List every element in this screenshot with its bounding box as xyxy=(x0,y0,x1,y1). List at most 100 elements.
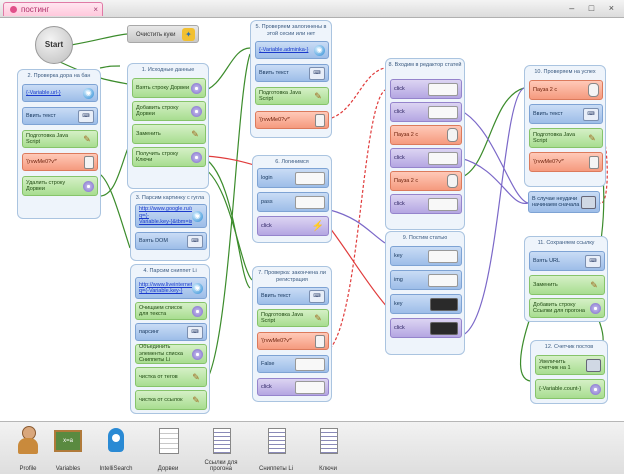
variables-button[interactable]: x=a Variables xyxy=(40,424,96,474)
keyboard-icon: ⌨ xyxy=(585,254,601,268)
snippets-list-button[interactable]: Сниппеты Li xyxy=(248,424,304,474)
group-title: 9. Постим статью xyxy=(402,235,448,241)
links-list-button[interactable]: Ссылки для прогона xyxy=(193,424,249,474)
join-list-block[interactable]: Объединить элементы списка Сниппеты Li xyxy=(135,344,207,364)
page-thumbnail-icon xyxy=(428,105,458,119)
form-thumbnail-icon xyxy=(295,195,325,209)
project-canvas[interactable]: Start Очистить куки ✦ 2. Проверка дора н… xyxy=(0,18,624,420)
group-title: 5. Проверяем залогинены в этой сесии или… xyxy=(255,24,327,37)
keyboard-icon: ⌨ xyxy=(187,325,203,339)
get-text-block[interactable]: Ввить текст⌨ xyxy=(529,104,603,124)
phone-icon xyxy=(84,155,94,169)
javascript-block[interactable]: Подготовка Java Script✎ xyxy=(257,309,329,327)
pen-icon: ✎ xyxy=(590,279,598,290)
group-check-registration[interactable]: 7. Проверка: закончена ли регистрация Вв… xyxy=(252,266,332,402)
start-node[interactable]: Start xyxy=(35,26,73,64)
keyboard-icon: ⌨ xyxy=(78,109,94,123)
restart-on-failure-block[interactable]: В случае неудачи начинаем сначала xyxy=(528,191,600,213)
navigate-block[interactable]: {-Variable.url-}◉ xyxy=(22,84,98,102)
form-thumbnail-icon xyxy=(428,273,458,287)
key-field-block[interactable]: key xyxy=(390,246,462,266)
dorvei-list-button[interactable]: Дорвеи xyxy=(140,424,196,474)
get-url-block[interactable]: Взять URL⌨ xyxy=(529,251,605,271)
window-controls[interactable]: – □ × xyxy=(569,3,620,13)
pen-icon: ✎ xyxy=(588,132,596,143)
condition-block[interactable]: '{rvwMe0?v*' xyxy=(22,153,98,171)
click-block[interactable]: click xyxy=(390,79,462,99)
group-title: 2. Проверка дора на бан xyxy=(27,73,91,79)
get-text-block[interactable]: Ввить текст⌨ xyxy=(255,64,329,82)
click-block[interactable]: click xyxy=(390,194,462,214)
document-icon xyxy=(207,426,235,456)
intellisearch-button[interactable]: IntelliSearch xyxy=(88,424,144,474)
group-check-dor-ban[interactable]: 2. Проверка дора на бан {-Variable.url-}… xyxy=(17,69,101,219)
condition-block[interactable]: '{rvwMe0?v*' xyxy=(529,152,603,172)
javascript-block[interactable]: Подготовка Java Script✎ xyxy=(255,87,329,105)
tab-close-icon[interactable]: × xyxy=(93,5,98,14)
spreadsheet-icon xyxy=(154,426,182,456)
tab-posting[interactable]: постинг × xyxy=(3,2,103,16)
click-block[interactable]: click xyxy=(390,148,462,168)
keyboard-icon: ⌨ xyxy=(309,289,325,303)
replace-block[interactable]: Заменить✎ xyxy=(132,124,206,144)
strip-links-block[interactable]: чистка от ссылок✎ xyxy=(135,390,207,410)
login-field-block[interactable]: login xyxy=(257,168,329,188)
group-login[interactable]: 6. Логинимся login pass click⚡ xyxy=(252,155,332,243)
strip-tags-block[interactable]: чистка от тегов✎ xyxy=(135,367,207,387)
navigate-google-block[interactable]: http://www.google.ru/search?q={-Variable… xyxy=(135,204,207,228)
key-field-block[interactable]: key xyxy=(390,294,462,314)
disc-icon xyxy=(192,348,203,360)
add-row-block[interactable]: Добавить строку Дорвеи xyxy=(132,101,206,121)
condition-block[interactable]: '{rvwMe0?v*' xyxy=(257,332,329,350)
keys-list-button[interactable]: Ключи xyxy=(300,424,356,474)
group-post-article[interactable]: 9. Постим статью key img key click xyxy=(385,231,465,355)
condition-block[interactable]: '{rvwMe0?v*' xyxy=(255,111,329,129)
group-source-data[interactable]: 1. Исходные данные Взять строку Дорвеи Д… xyxy=(127,63,209,189)
add-link-row-block[interactable]: Добавить строку Ссылки для прогона xyxy=(529,298,605,318)
group-parse-snippet[interactable]: 4. Парсим сниппет Li http://www.liveinte… xyxy=(130,264,210,414)
delete-row-block[interactable]: Удалить строку Дорвеи xyxy=(22,176,98,196)
group-post-counter[interactable]: 12. Счетчик постов Увеличить счетчик на … xyxy=(530,340,608,404)
take-row-block[interactable]: Взять строку Дорвеи xyxy=(132,78,206,98)
group-check-success[interactable]: 10. Проверяем на успех Пауза 2 с Ввить т… xyxy=(524,65,606,187)
false-block[interactable]: False xyxy=(257,355,329,373)
pause-block[interactable]: Пауза 2 с xyxy=(390,171,462,191)
click-block[interactable]: click xyxy=(390,102,462,122)
pause-block[interactable]: Пауза 2 с xyxy=(390,125,462,145)
disc-icon xyxy=(83,180,94,192)
group-enter-editor[interactable]: 8. Входим в редактор статей click click … xyxy=(385,58,465,230)
password-field-block[interactable]: pass xyxy=(257,192,329,212)
disc-icon xyxy=(192,305,203,317)
mouse-icon xyxy=(447,128,458,142)
project-icon xyxy=(10,6,17,13)
get-dom-block[interactable]: Взять DOM⌨ xyxy=(135,232,207,250)
replace-block[interactable]: Заменить✎ xyxy=(529,275,605,295)
pause-block[interactable]: Пауза 2 с xyxy=(529,80,603,100)
navigate-admin-block[interactable]: {-Variable.adminka-}◉ xyxy=(255,41,329,59)
navigate-li-block[interactable]: http://www.liveinternet.ru/?q={-Variable… xyxy=(135,277,207,299)
group-title: 8. Входим в редактор статей xyxy=(388,62,462,68)
profile-button[interactable]: Profile xyxy=(0,424,56,474)
chalkboard-icon: x=a xyxy=(54,426,82,456)
count-output-block[interactable]: {-Variable.count-} xyxy=(535,379,605,399)
get-text-block[interactable]: Ввить текст⌨ xyxy=(257,287,329,305)
disc-icon xyxy=(191,82,202,94)
javascript-block[interactable]: Подготовка Java Script✎ xyxy=(22,130,98,148)
mouse-icon xyxy=(588,83,599,97)
group-save-link[interactable]: 11. Сохраняем ссылку Взять URL⌨ Заменить… xyxy=(524,236,608,322)
parsing-block[interactable]: парсинг⌨ xyxy=(135,323,207,341)
img-field-block[interactable]: img xyxy=(390,270,462,290)
get-text-block[interactable]: Ввить текст⌨ xyxy=(22,107,98,125)
click-block[interactable]: click⚡ xyxy=(257,216,329,236)
increment-counter-block[interactable]: Увеличить счетчик на 1 xyxy=(535,355,605,375)
group-parse-image[interactable]: 3. Парсим картинку с гугла http://www.go… xyxy=(130,191,210,261)
globe-icon: ◉ xyxy=(314,44,325,56)
click-block[interactable]: click xyxy=(257,378,329,396)
clear-list-block[interactable]: Очищаем список для текста xyxy=(135,302,207,320)
group-check-session[interactable]: 5. Проверяем залогинены в этой сесии или… xyxy=(250,20,332,138)
get-key-block[interactable]: Получить строку Ключи xyxy=(132,147,206,167)
clear-cookies-block[interactable]: Очистить куки ✦ xyxy=(127,25,199,43)
group-title: 3. Парсим картинку с гугла xyxy=(135,195,205,201)
javascript-block[interactable]: Подготовка Java Script✎ xyxy=(529,128,603,148)
click-block[interactable]: click xyxy=(390,318,462,338)
